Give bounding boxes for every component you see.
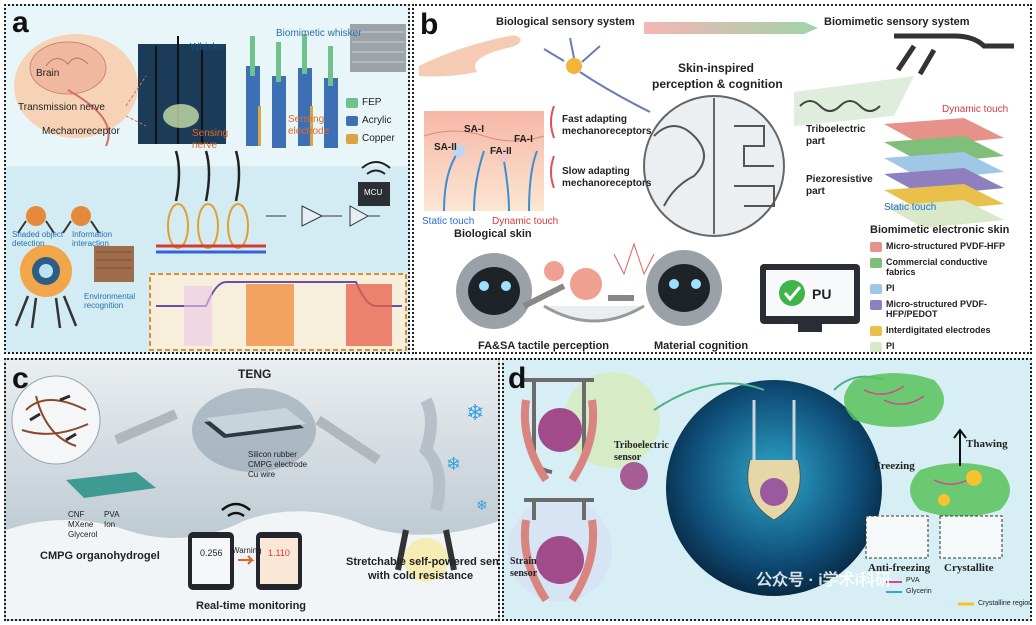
label-sensing-electrode: Sensing electrode <box>288 114 330 137</box>
label-sensing-nerve: Sensing nerve <box>192 128 229 151</box>
label-cu-wire: Cu wire <box>248 470 276 479</box>
label-pu: PU <box>812 286 832 302</box>
label-strain-sensor: Strain sensor <box>510 556 538 579</box>
label-biological-skin: Biological skin <box>454 228 532 240</box>
panel-a-illustration <box>6 6 408 352</box>
panel-a: a Brain Transmission nerve Mechanorecept… <box>4 4 410 354</box>
legend-label-1: Micro-structured PVDF-HFP <box>886 241 1006 251</box>
svg-text:❄: ❄ <box>446 454 461 474</box>
legend-label-5: Interdigitated electrodes <box>886 325 991 335</box>
legend-label-acrylic: Acrylic <box>362 115 392 126</box>
legend-swatch-fep <box>346 98 358 108</box>
phone-value-1: 0.256 <box>200 548 223 558</box>
label-information-interaction: Information interaction <box>72 230 113 249</box>
label-cmpg-electrode: CMPG electrode <box>248 460 308 469</box>
panel-c: ❄ ❄ ❄ c TENG Silicon rubber CMPG electro… <box>4 358 500 621</box>
legend-swatch-2 <box>870 258 882 268</box>
label-biomimetic-whisker: Biomimetic whisker <box>276 28 362 39</box>
panel-b-letter: b <box>420 8 439 41</box>
legend-label-3: PI <box>886 283 895 293</box>
legend-label-6: PI <box>886 341 895 351</box>
center-title-line-1: Skin-inspired <box>678 61 755 75</box>
label-crystallite: Crystallite <box>944 562 994 574</box>
panel-c-letter: c <box>12 362 29 395</box>
label-shaded-object-detection: Shaded object detection <box>12 230 64 249</box>
label-triboelectric-sensor: Triboelectric sensor <box>614 440 669 463</box>
label-pva: PVA <box>104 510 120 519</box>
panel-d: d Triboelectric sensor Strain sensor Tha… <box>502 358 1032 621</box>
label-fast-adapting: Fast adapting mechanoreceptors <box>562 114 652 137</box>
label-static-touch-left: Static touch <box>422 216 475 227</box>
label-material-cognition: Material cognition <box>654 340 749 352</box>
label-whisker: Whisker <box>190 42 227 53</box>
panel-b: b Biological sensory system Biomimetic s… <box>412 4 1032 354</box>
label-dynamic-touch-left: Dynamic touch <box>492 216 559 227</box>
legend-swatch-1 <box>870 242 882 252</box>
label-brain: Brain <box>36 68 60 79</box>
label-piezoresistive-part: Piezoresistive part <box>806 174 873 197</box>
legend-swatch-acrylic <box>346 116 358 126</box>
caption-line-1: Stretchable self-powered sensor <box>346 556 500 568</box>
label-environmental-recognition: Environmental recognition <box>84 292 136 311</box>
panel-d-letter: d <box>508 362 527 395</box>
watermark-text: 公众号 · i学术i科研 <box>756 572 892 589</box>
legend-swatch-5 <box>870 326 882 336</box>
label-fa2: FA-II <box>490 146 512 157</box>
legend-swatch-3 <box>870 284 882 294</box>
caption-line-2: with cold resistance <box>368 570 474 582</box>
legend-label-4: Micro-structured PVDF-HFP/PEDOT <box>886 299 988 320</box>
label-mechanoreceptor: Mechanoreceptor <box>42 126 120 137</box>
label-mxene: MXene <box>68 520 94 529</box>
label-silicon-rubber: Silicon rubber <box>248 450 297 459</box>
phone-value-2: 1.110 <box>268 548 290 558</box>
label-crystalline-region: Crystalline region <box>978 600 1032 607</box>
svg-text:❄: ❄ <box>476 497 488 513</box>
label-organohydrogel: CMPG organohydrogel <box>40 550 160 562</box>
legend-label-2: Commercial conductive fabrics <box>886 257 988 278</box>
label-slow-adapting: Slow adapting mechanoreceptors <box>562 166 652 189</box>
label-ion: Ion <box>104 520 116 529</box>
label-mcu: MCU <box>364 188 383 197</box>
svg-text:❄: ❄ <box>466 400 484 425</box>
label-anti-freezing: Anti-freezing <box>868 562 931 574</box>
panel-c-illustration: ❄ ❄ ❄ <box>6 360 498 619</box>
panel-b-illustration <box>419 22 1014 332</box>
label-glycerol: Glycerol <box>68 530 98 539</box>
label-triboelectric-part: Triboelectric part <box>806 124 866 147</box>
panel-a-letter: a <box>12 6 29 39</box>
label-sa1: SA-I <box>464 124 484 135</box>
label-glycerin: Glycerin <box>906 588 932 595</box>
label-cnf: CNF <box>68 510 85 519</box>
legend-swatch-6 <box>870 342 882 352</box>
label-pva: PVA <box>906 577 920 584</box>
label-thawing: Thawing <box>966 438 1008 450</box>
label-freezing: Freezing <box>874 460 915 472</box>
legend-swatch-4 <box>870 300 882 310</box>
label-warning: Warning <box>232 546 262 555</box>
legend-label-copper: Copper <box>362 133 395 144</box>
label-fa1: FA-I <box>514 134 533 145</box>
label-static-touch-right: Static touch <box>884 202 937 213</box>
panel-d-illustration <box>504 360 1030 619</box>
legend-swatch-copper <box>346 134 358 144</box>
label-fasa-perception: FA&SA tactile perception <box>478 340 610 352</box>
label-biological-sensory-system: Biological sensory system <box>496 16 635 28</box>
label-dynamic-touch-right: Dynamic touch <box>942 104 1009 115</box>
label-real-time-monitoring: Real-time monitoring <box>196 600 307 612</box>
label-biomimetic-skin: Biomimetic electronic skin <box>870 224 1010 236</box>
label-biomimetic-sensory-system: Biomimetic sensory system <box>824 16 970 28</box>
center-title-line-2: perception & cognition <box>652 77 783 91</box>
label-teng: TENG <box>238 367 272 381</box>
legend-label-fep: FEP <box>362 97 382 108</box>
label-sa2: SA-II <box>434 142 457 153</box>
label-transmission-nerve: Transmission nerve <box>18 102 105 113</box>
